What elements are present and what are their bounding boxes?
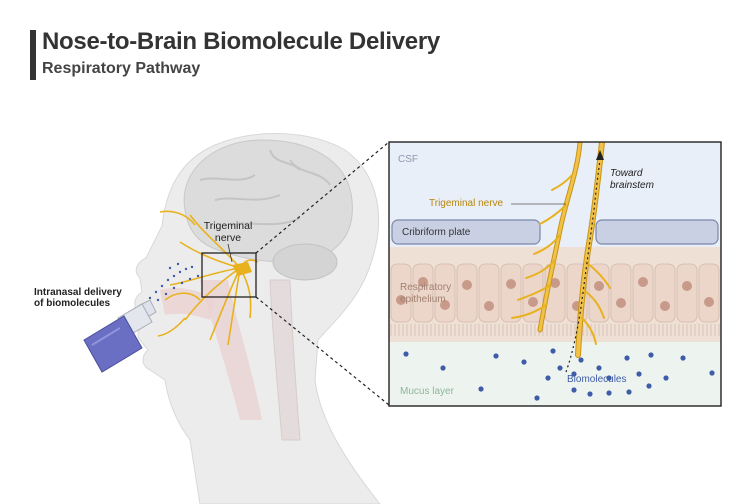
nasal-spray-bottle (83, 299, 157, 373)
zoom-connector-bottom (255, 296, 390, 406)
trigeminal-ganglion (232, 262, 252, 276)
cilia (390, 324, 720, 336)
zoom-connector-top (255, 141, 390, 254)
biomolecules-label: Biomolecules (567, 374, 627, 385)
epithelial-cells (390, 263, 720, 323)
intranasal-delivery-label: Intranasal delivery of biomolecules (34, 287, 122, 309)
head-trigeminal-leader (227, 243, 233, 263)
csf-label: CSF (398, 154, 418, 165)
mucus-layer-label: Mucus layer (400, 386, 454, 397)
toward-brainstem-label: Toward brainstem (610, 168, 654, 191)
trigeminal-nerve-inset (511, 142, 611, 358)
cribriform-plate-left (391, 219, 541, 245)
title-accent-bar (30, 30, 36, 80)
spray-path-dots (148, 262, 200, 302)
cribriform-plate-right (595, 219, 719, 245)
head-silhouette (134, 133, 381, 504)
trigeminal-nerve-inset-label: Trigeminal nerve (429, 198, 504, 209)
inset-border (388, 141, 722, 407)
trigeminal-nerve-head-label: Trigeminal nerve (203, 220, 253, 244)
biomolecules-dots (403, 348, 715, 401)
cribriform-plate-label: Cribriform plate (402, 227, 471, 238)
zoom-box (201, 252, 257, 298)
respiratory-epithelium-label: Respiratory epithelium (400, 282, 452, 305)
page-subtitle: Respiratory Pathway (42, 60, 201, 77)
page-title: Nose-to-Brain Biomolecule Delivery (42, 28, 440, 55)
inset-panel (388, 141, 722, 407)
arrow-up-icon (596, 150, 604, 160)
